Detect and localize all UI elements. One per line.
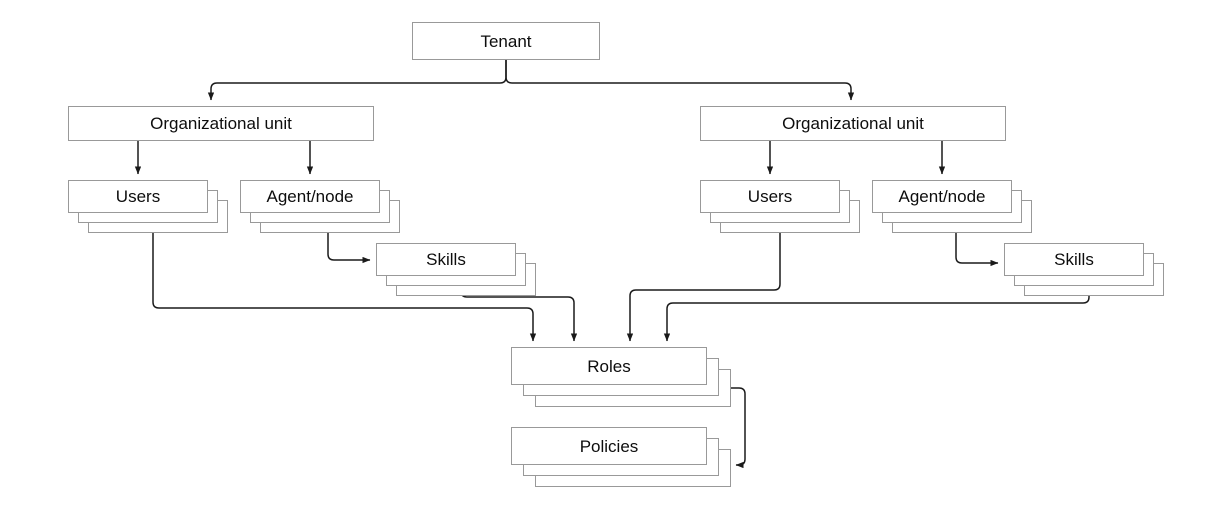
node-users-right-face: Users bbox=[700, 180, 840, 213]
edge-skills-right-to-roles bbox=[663, 295, 1090, 342]
edge-agent-right-to-skills-right bbox=[955, 232, 999, 267]
node-org-unit-left[interactable]: Organizational unit bbox=[68, 106, 374, 141]
node-agent-node-right-face: Agent/node bbox=[872, 180, 1012, 213]
node-skills-right-label: Skills bbox=[1054, 250, 1094, 269]
node-agent-node-right[interactable]: Agent/node bbox=[872, 180, 1032, 233]
node-skills-left-label: Skills bbox=[426, 250, 466, 269]
edge-agent-left-to-skills-left bbox=[327, 232, 371, 264]
node-tenant[interactable]: Tenant bbox=[412, 22, 600, 60]
node-users-right-label: Users bbox=[747, 187, 793, 206]
edge-users-right-to-roles bbox=[626, 232, 781, 342]
edge-roles-to-policies bbox=[719, 387, 746, 469]
node-skills-left[interactable]: Skills bbox=[376, 243, 536, 296]
node-policies-face: Policies bbox=[511, 427, 707, 465]
node-agent-node-left-label: Agent/node bbox=[266, 187, 354, 206]
node-users-left[interactable]: Users bbox=[68, 180, 228, 233]
node-org-unit-left-label: Organizational unit bbox=[150, 114, 292, 133]
node-users-left-face: Users bbox=[68, 180, 208, 213]
node-policies-label: Policies bbox=[579, 436, 639, 456]
node-org-unit-right-face: Organizational unit bbox=[700, 106, 1006, 141]
node-skills-right[interactable]: Skills bbox=[1004, 243, 1164, 296]
edge-skills-left-to-roles bbox=[460, 290, 578, 342]
node-users-right[interactable]: Users bbox=[700, 180, 860, 233]
node-skills-left-face: Skills bbox=[376, 243, 516, 276]
edge-users-left-to-roles bbox=[152, 232, 537, 342]
node-org-unit-right[interactable]: Organizational unit bbox=[700, 106, 1006, 141]
node-users-left-label: Users bbox=[115, 187, 161, 206]
node-org-unit-right-label: Organizational unit bbox=[782, 114, 924, 133]
node-org-unit-left-face: Organizational unit bbox=[68, 106, 374, 141]
node-skills-right-face: Skills bbox=[1004, 243, 1144, 276]
node-agent-node-left-face: Agent/node bbox=[240, 180, 380, 213]
node-policies[interactable]: Policies bbox=[511, 427, 731, 487]
node-roles[interactable]: Roles bbox=[511, 347, 731, 407]
edge-tenant-to-org-left bbox=[207, 60, 507, 101]
node-agent-node-left[interactable]: Agent/node bbox=[240, 180, 400, 233]
node-roles-face: Roles bbox=[511, 347, 707, 385]
node-roles-label: Roles bbox=[587, 356, 631, 376]
node-tenant-face: Tenant bbox=[412, 22, 600, 60]
node-agent-node-right-label: Agent/node bbox=[898, 187, 986, 206]
node-tenant-label: Tenant bbox=[480, 31, 532, 51]
edge-tenant-to-org-right bbox=[505, 60, 855, 101]
